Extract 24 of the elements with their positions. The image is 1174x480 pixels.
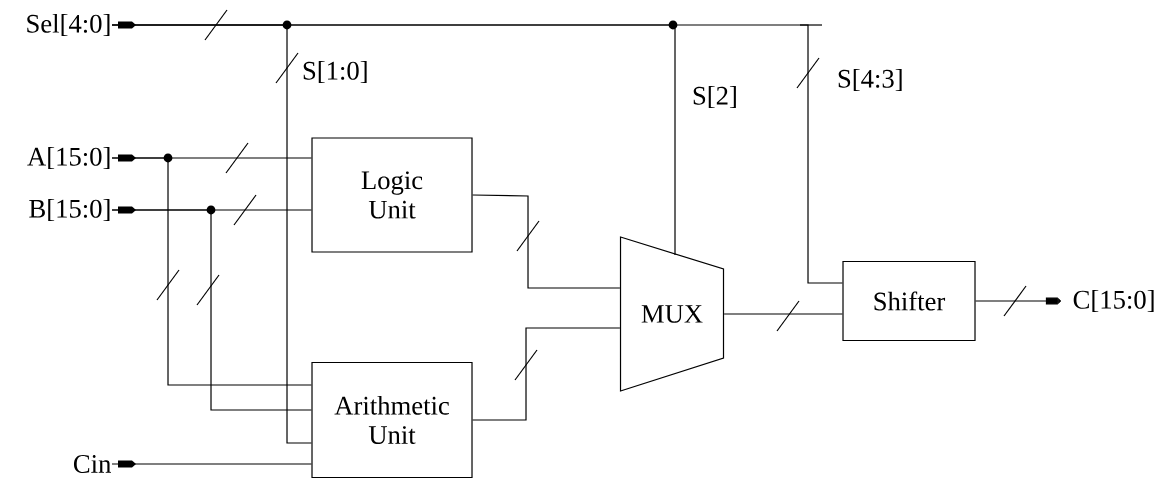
signal-wire bbox=[472, 327, 621, 421]
pin-label: C[15:0] bbox=[1073, 289, 1154, 313]
node-label: B[15:0] bbox=[29, 198, 110, 222]
edge-label: S[4:3] bbox=[835, 67, 905, 93]
edge-label: S[2] bbox=[690, 84, 740, 110]
node-label: Cin bbox=[73, 455, 111, 473]
node-label: A[15:0] bbox=[27, 146, 110, 170]
input-pin: A[15:0] bbox=[27, 146, 136, 170]
node-label: Sel[4:0] bbox=[27, 13, 110, 37]
signal-wire bbox=[975, 297, 1062, 305]
signal-wire bbox=[111, 209, 312, 411]
signal-wire bbox=[723, 313, 843, 315]
multiplexer-trapezoid: MUX bbox=[619, 236, 725, 392]
signal-wire bbox=[111, 157, 312, 386]
signal-wire bbox=[111, 24, 843, 284]
edge-label: S[1:0] bbox=[300, 59, 370, 85]
block-box: Arithmetic Unit bbox=[311, 361, 473, 479]
input-pin: Cin bbox=[73, 455, 136, 473]
signal-wire bbox=[472, 194, 621, 289]
block-box: Logic Unit bbox=[311, 137, 473, 253]
signal-wire bbox=[111, 463, 312, 465]
block-box: Shifter bbox=[842, 260, 976, 342]
input-pin: B[15:0] bbox=[29, 198, 136, 222]
input-pin: Sel[4:0] bbox=[27, 13, 136, 37]
